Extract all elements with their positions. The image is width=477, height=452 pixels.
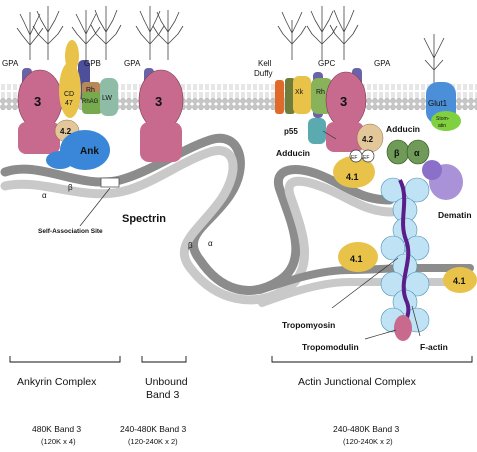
label-ef-2: EF	[363, 155, 369, 161]
label-adducin-right: Adducin	[386, 124, 420, 134]
label-kell: Kell	[258, 59, 272, 68]
ankyrin-complex-title: Ankyrin Complex	[17, 376, 97, 388]
label-gpc: GPC	[318, 59, 336, 68]
band3-cytoplasmic-left	[18, 122, 60, 154]
tropomyosin-strand	[398, 179, 411, 331]
tropomodulin-protein	[394, 315, 412, 341]
stomatin-protein	[431, 111, 461, 131]
label-lw: LW	[102, 95, 112, 102]
label-stomatin-a: Stom-	[436, 116, 450, 122]
self-association-pointer	[79, 187, 111, 227]
label-gpa-right: GPA	[374, 59, 391, 68]
label-alpha-right: α	[414, 148, 420, 158]
label-spectrin: Spectrin	[122, 213, 166, 225]
label-dematin: Dematin	[438, 210, 472, 220]
label-alpha-left: α	[42, 191, 47, 200]
duffy-protein	[285, 78, 295, 114]
ankyrin-mass-a: 480K Band 3	[32, 424, 81, 434]
actin-complex-title: Actin Junctional Complex	[298, 376, 417, 388]
unbound-mass-b: (120-240K x 2)	[128, 437, 178, 446]
adducin-alpha	[406, 139, 430, 165]
band3-cytoplasmic-right	[326, 122, 364, 152]
label-tropomyosin: Tropomyosin	[282, 320, 335, 330]
unbound-title-a: Unbound	[145, 376, 188, 388]
unbound-mass-a: 240-480K Band 3	[120, 424, 186, 434]
cd47-protein	[59, 62, 81, 118]
label-gpa-left: GPA	[2, 59, 19, 68]
label-alpha-mid: α	[208, 239, 213, 248]
label-p55: p55	[284, 127, 298, 136]
self-association-site-marker	[100, 177, 120, 188]
actin-mass-b: (120-240K x 2)	[343, 437, 393, 446]
p55-protein	[308, 118, 326, 144]
ankyrin-mass-b: (120K x 4)	[41, 437, 76, 446]
rhag-protein	[82, 92, 102, 114]
glycan-trees	[16, 6, 445, 86]
label-gpa-mid: GPA	[124, 59, 141, 68]
label-tropomodulin: Tropomodulin	[302, 342, 359, 352]
kell-protein	[275, 80, 284, 114]
ankyrin-tail	[46, 151, 74, 169]
band3-cytoplasmic-mid	[140, 122, 182, 162]
label-band3-right: 3	[340, 94, 347, 109]
dematin-head	[422, 160, 442, 180]
label-cd47-b: 47	[65, 100, 73, 107]
unbound-band3	[138, 68, 184, 162]
label-cd47-a: CD	[64, 91, 74, 98]
label-self-association: Self-Association Site	[38, 228, 103, 235]
label-41-top: 4.1	[346, 172, 359, 182]
label-factin: F-actin	[420, 342, 448, 352]
label-rh-right: Rh	[316, 89, 325, 96]
label-rh-left: Rh	[86, 87, 95, 94]
label-adducin-left: Adducin	[276, 148, 310, 158]
label-41-right: 4.1	[453, 276, 466, 286]
pointer-lines	[322, 130, 421, 340]
complex-brackets	[9, 356, 473, 363]
ankyrin-complex	[17, 40, 118, 170]
label-duffy: Duffy	[254, 69, 273, 78]
xk-protein	[293, 76, 311, 114]
label-beta-left: β	[68, 183, 73, 192]
unbound-title-b: Band 3	[146, 389, 179, 401]
cd47-extracellular	[65, 40, 79, 72]
label-ank: Ank	[80, 146, 99, 157]
label-42-right: 4.2	[362, 135, 374, 144]
label-42-left: 4.2	[60, 127, 72, 136]
label-41-mid: 4.1	[350, 254, 363, 264]
label-rhag: RhAG	[82, 99, 99, 105]
label-stomatin-b: atin	[438, 123, 446, 129]
label-glut1: Glut1	[428, 99, 448, 108]
label-ef-1: EF	[351, 155, 357, 161]
label-band3-left: 3	[34, 94, 41, 109]
label-beta-mid: β	[188, 241, 193, 250]
protein-41-mid	[338, 242, 378, 272]
protein-41-top	[333, 156, 375, 188]
label-band3-mid: 3	[155, 94, 162, 109]
label-gpb: GPB	[84, 59, 101, 68]
lw-protein	[100, 78, 118, 116]
label-beta-right: β	[394, 148, 400, 158]
ef-domain-2	[361, 149, 375, 163]
actin-mass-a: 240-480K Band 3	[333, 424, 399, 434]
protein-41-right	[443, 267, 477, 293]
actin-junctional-complex	[275, 68, 477, 341]
label-xk: Xk	[295, 89, 304, 96]
